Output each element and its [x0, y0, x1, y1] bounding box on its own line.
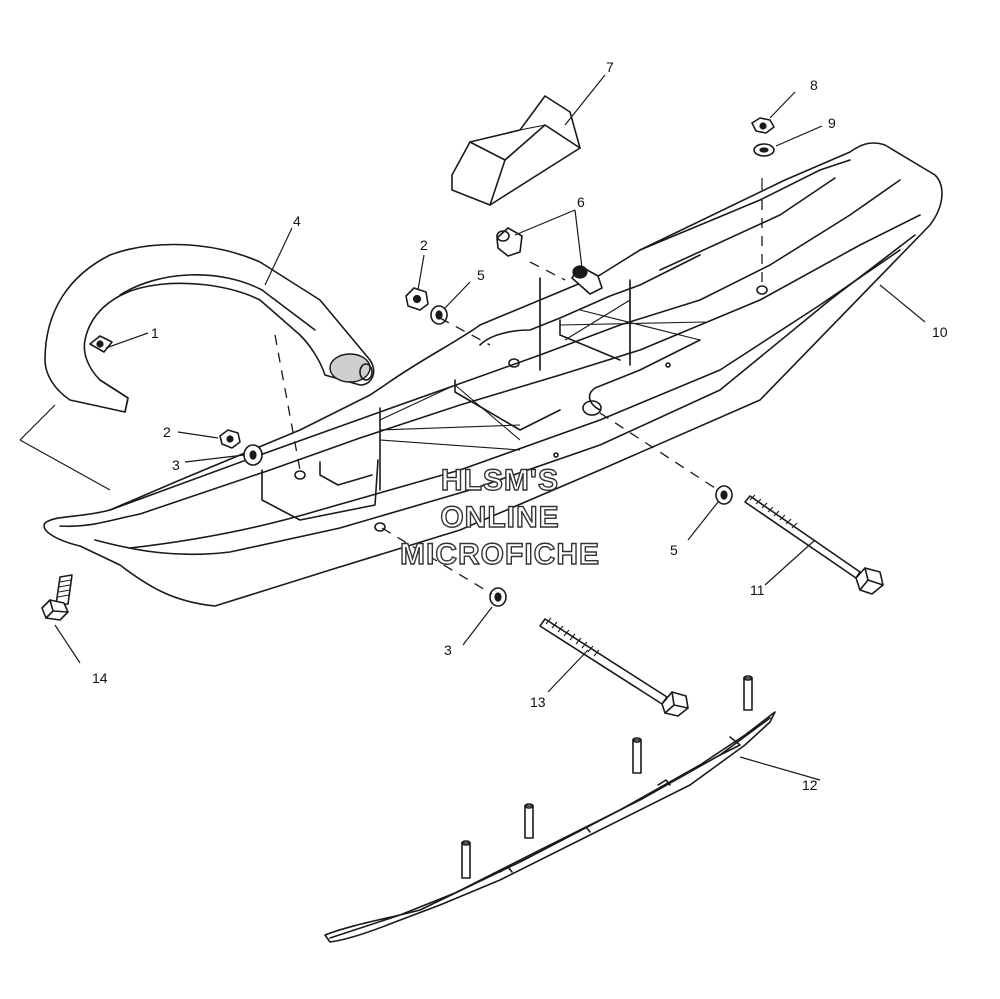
part-12-wear-bar: [324, 675, 776, 943]
callout-12: 12: [802, 777, 818, 793]
part-6-bushings: [496, 227, 603, 295]
part-1-clip: [89, 335, 113, 353]
callout-8: 8: [810, 77, 818, 93]
upper-nut-washer-set: [405, 287, 448, 325]
callout-labels: 1 2 2 3 3 4 5 5 6 7 8 9 10 11 12 13 14: [92, 59, 948, 793]
part-7-saddle: [451, 95, 581, 206]
callout-leaders: [54, 74, 926, 781]
assembly-lines: [19, 261, 719, 595]
callout-2-left: 2: [163, 424, 171, 440]
watermark-line-1: HLSM'S: [441, 464, 559, 497]
callout-14: 14: [92, 670, 108, 686]
callout-1: 1: [151, 325, 159, 341]
callout-3-left: 3: [172, 457, 180, 473]
parts-8-9-nut-washer: [751, 117, 775, 282]
part-14-bolt: [41, 574, 73, 621]
callout-7: 7: [606, 59, 614, 75]
callout-13: 13: [530, 694, 546, 710]
watermark-line-3: MICROFICHE: [400, 538, 600, 571]
ski-handle: [44, 243, 375, 413]
part-11-bolt: [715, 485, 884, 595]
callout-6: 6: [577, 194, 585, 210]
watermark: HLSM'S ONLINE MICROFICHE: [399, 463, 600, 571]
callout-5-lower: 5: [670, 542, 678, 558]
left-nut-washer-set: [219, 429, 263, 466]
callout-5-upper: 5: [477, 267, 485, 283]
callout-3-lower: 3: [444, 642, 452, 658]
callout-11: 11: [750, 582, 765, 598]
ski-body: [43, 142, 943, 607]
callout-4: 4: [293, 213, 301, 229]
callout-9: 9: [828, 115, 836, 131]
callout-2-upper: 2: [420, 237, 428, 253]
callout-10: 10: [932, 324, 948, 340]
part-13-bolt: [489, 587, 689, 717]
watermark-line-2: ONLINE: [440, 501, 559, 534]
